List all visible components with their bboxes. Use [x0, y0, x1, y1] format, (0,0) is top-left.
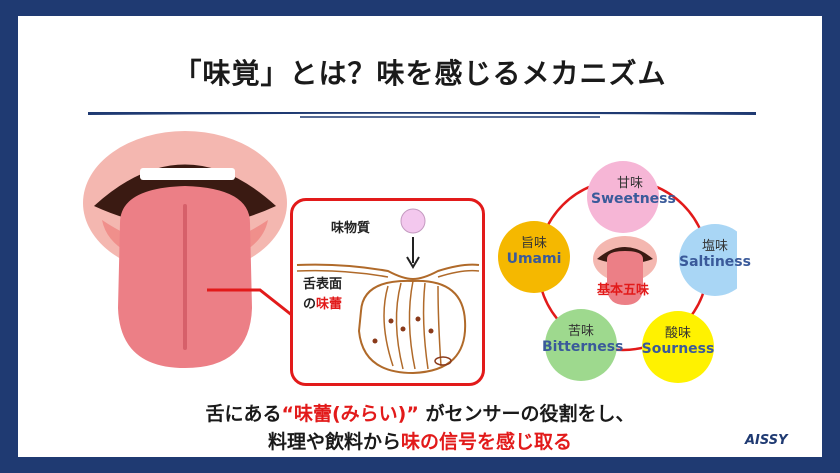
- taste-umami: 旨味 Umami: [495, 232, 573, 267]
- taste-en-sourness: Sourness: [641, 341, 715, 357]
- taste-en-saltiness: Saltiness: [679, 254, 751, 270]
- taste-saltiness: 塩味 Saltiness: [676, 235, 754, 270]
- taste-jp-sourness: 酸味: [664, 326, 691, 341]
- center-mouth-icon: [593, 236, 657, 305]
- taste-jp-sweetness: 甘味: [616, 176, 643, 191]
- aissy-logo: AISSY: [745, 433, 788, 448]
- taste-bud-inset: 味物質 舌表面 の味蕾: [290, 198, 485, 386]
- taste-sweetness: 甘味 Sweetness: [591, 172, 676, 207]
- taste-circle-bitterness: [545, 309, 617, 381]
- caption-2-highlight: 味の信号を感じ取る: [401, 431, 573, 453]
- taste-bud-label: 味蕾: [316, 297, 343, 312]
- taste-sourness: 酸味 Sourness: [639, 322, 717, 357]
- caption-1b: がセンサーの役割をし、: [418, 403, 635, 425]
- substance-label: 味物質: [331, 221, 371, 236]
- taste-en-bitterness: Bitterness: [542, 339, 624, 355]
- connector-line: [207, 288, 294, 318]
- taste-circle-sourness: [642, 311, 714, 383]
- taste-circle-saltiness: [679, 224, 737, 296]
- taste-jp-saltiness: 塩味: [701, 239, 728, 254]
- taste-en-umami: Umami: [506, 251, 562, 267]
- five-tastes-wheel: [498, 161, 737, 383]
- tongue-illustration: [83, 131, 287, 368]
- caption-1a: 舌にある: [205, 403, 282, 425]
- taste-circle-sweetness: [587, 161, 659, 233]
- taste-bud-diagram: [296, 208, 480, 375]
- title-underline: [88, 112, 756, 115]
- caption-line-2: 料理や飲料から味の信号を感じ取る: [0, 427, 840, 454]
- caption-2a: 料理や飲料から: [267, 431, 401, 453]
- title-underline-accent: [300, 116, 600, 118]
- taste-jp-bitterness: 苦味: [567, 324, 594, 339]
- basic-five-tastes-label: 基本五味: [597, 283, 650, 298]
- caption-1-highlight: “味蕾(みらい)”: [281, 403, 419, 425]
- taste-bitterness: 苦味 Bitterness: [542, 320, 624, 355]
- slide-title: 「味覚」とは？味を感じるメカニズム: [173, 57, 667, 90]
- taste-jp-umami: 旨味: [520, 236, 547, 251]
- taste-bud-prefix: の: [303, 297, 317, 312]
- caption-line-1: 舌にある“味蕾(みらい)” がセンサーの役割をし、: [0, 399, 840, 426]
- taste-circle-umami: [498, 221, 570, 293]
- taste-en-sweetness: Sweetness: [591, 191, 676, 207]
- surface-label: 舌表面: [303, 277, 343, 292]
- taste-bud-label-wrap: の味蕾: [303, 293, 342, 312]
